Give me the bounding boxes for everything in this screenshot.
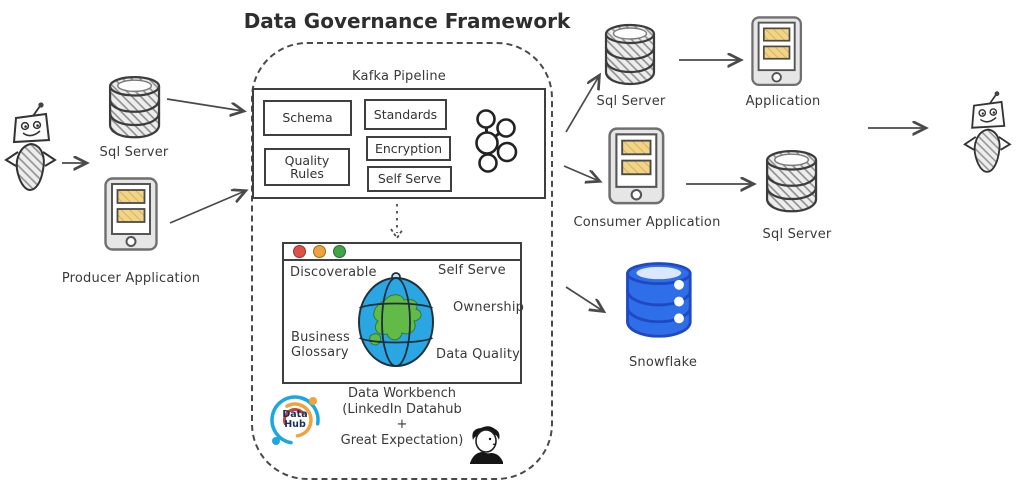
arrow-pipeline-to-sqlserver-top bbox=[565, 76, 599, 133]
caption-line-2: (LinkedIn Datahub bbox=[342, 401, 462, 417]
datahub-logo-text: Data Hub bbox=[282, 410, 307, 430]
consumer-application-label: Consumer Application bbox=[573, 215, 721, 230]
sql-server-left-label: Sql Server bbox=[99, 145, 169, 160]
quality-rules-box: Quality Rules bbox=[264, 148, 350, 186]
workbench-caption: Data Workbench (LinkedIn Datahub + Great… bbox=[322, 386, 482, 448]
database-cylinder-icon bbox=[765, 149, 818, 213]
application-label: Application bbox=[745, 94, 821, 109]
self-serve-box: Self Serve bbox=[367, 166, 452, 192]
snowflake-database-icon bbox=[626, 262, 692, 338]
producer-application-label: Producer Application bbox=[61, 271, 201, 286]
sql-server-right-label: Sql Server bbox=[762, 227, 832, 242]
snowflake-label: Snowflake bbox=[628, 355, 698, 370]
arrow-pipeline-to-snowflake bbox=[565, 286, 603, 311]
kafka-pipeline-label: Kafka Pipeline bbox=[352, 69, 446, 84]
database-cylinder-icon bbox=[604, 23, 656, 86]
window-title-bar bbox=[284, 244, 520, 261]
diagram-title: Data Governance Framework bbox=[243, 9, 571, 33]
caption-line-3: + bbox=[396, 417, 408, 432]
arrow-sqlserver-to-pipeline bbox=[166, 98, 243, 111]
mobile-app-icon bbox=[104, 177, 158, 251]
governance-boundary bbox=[251, 42, 553, 480]
discoverable-label: Discoverable bbox=[290, 265, 377, 280]
sql-server-top-label: Sql Server bbox=[596, 94, 666, 109]
mobile-app-icon bbox=[751, 16, 803, 87]
datahub-logo-line2: Hub bbox=[284, 419, 306, 430]
standards-box: Standards bbox=[364, 99, 447, 130]
caption-line-4: Great Expectation) bbox=[340, 432, 464, 448]
caption-line-1: Data Workbench bbox=[348, 386, 456, 401]
business-glossary-label: Business Glossary bbox=[291, 330, 350, 360]
minimize-icon bbox=[313, 245, 326, 258]
mobile-app-icon bbox=[608, 127, 665, 205]
close-icon bbox=[293, 245, 306, 258]
workbench-self-serve-label: Self Serve bbox=[438, 263, 506, 278]
workbench-window bbox=[282, 242, 522, 384]
ownership-label: Ownership bbox=[453, 300, 525, 315]
data-quality-label: Data Quality bbox=[436, 347, 521, 362]
schema-box: Schema bbox=[263, 100, 352, 136]
arrow-producer-to-pipeline bbox=[169, 191, 245, 224]
robot-icon bbox=[5, 101, 56, 191]
arrow-pipeline-to-consumer bbox=[563, 165, 599, 181]
robot-icon bbox=[963, 90, 1011, 173]
encryption-box: Encryption bbox=[366, 136, 451, 161]
maximize-icon bbox=[333, 245, 346, 258]
database-cylinder-icon bbox=[108, 75, 161, 139]
